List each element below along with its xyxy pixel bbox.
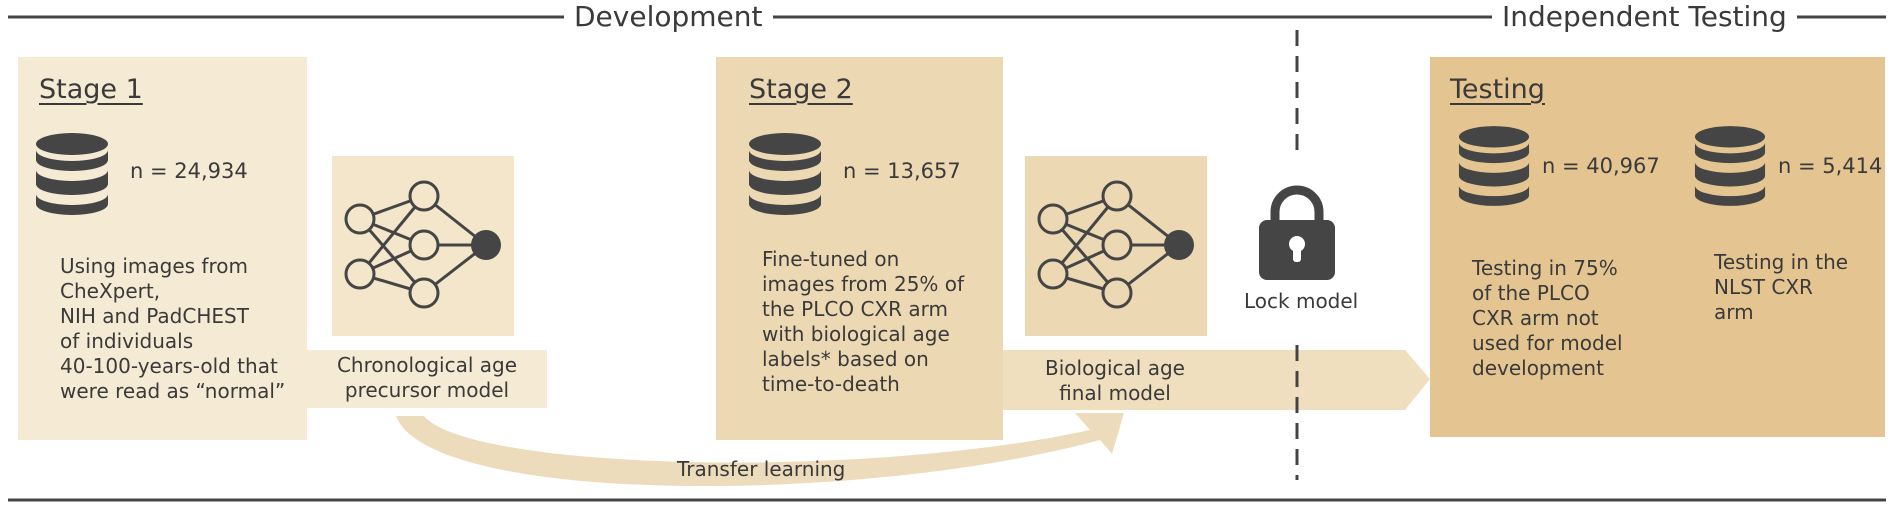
testing-box bbox=[1430, 57, 1885, 437]
database-icon bbox=[749, 133, 821, 215]
text-line: arm bbox=[1714, 300, 1754, 324]
curved-arrow-icon bbox=[396, 413, 1124, 487]
text-line: of the PLCO bbox=[1472, 281, 1590, 305]
text-line: Testing in 75% bbox=[1472, 256, 1618, 280]
stage2-box bbox=[716, 57, 1003, 440]
text-line: the PLCO CXR arm bbox=[762, 297, 948, 321]
text-line: Testing in the bbox=[1714, 250, 1849, 274]
testing-plco-description: Testing in 75% of the PLCO CXR arm not u… bbox=[1472, 256, 1623, 381]
neural-network-icon bbox=[1037, 180, 1194, 309]
precursor-model-label: Chronological age precursor model bbox=[316, 353, 538, 403]
database-icon bbox=[36, 133, 108, 215]
text-line: Chronological age bbox=[336, 353, 518, 377]
stage1-title: Stage 1 bbox=[39, 74, 143, 105]
text-line: precursor model bbox=[344, 378, 510, 402]
text-line: with biological age bbox=[762, 322, 950, 346]
text-line: of individuals bbox=[60, 329, 194, 353]
testing-plco-n: n = 40,967 bbox=[1542, 154, 1660, 178]
precursor-label-band bbox=[307, 350, 547, 408]
stage2-n: n = 13,657 bbox=[843, 159, 961, 183]
text-line: Using images from bbox=[60, 254, 248, 278]
text-line: NLST CXR bbox=[1714, 275, 1813, 299]
text-line: CXR arm not bbox=[1472, 306, 1599, 330]
text-line: CheXpert, bbox=[60, 279, 161, 303]
text-line: time-to-death bbox=[762, 372, 900, 396]
text-line: NIH and PadCHEST bbox=[60, 304, 249, 328]
text-line: labels* based on bbox=[762, 347, 929, 371]
independent-testing-header: Independent Testing bbox=[1492, 0, 1797, 34]
database-icon bbox=[1694, 126, 1766, 206]
text-line: used for model bbox=[1472, 331, 1623, 355]
text-line: images from 25% of bbox=[762, 272, 965, 296]
text-line: final model bbox=[1059, 381, 1171, 405]
neural-network-icon bbox=[344, 180, 501, 309]
development-header: Development bbox=[564, 0, 773, 34]
text-line: Fine-tuned on bbox=[762, 247, 900, 271]
lock-model-label: Lock model bbox=[1244, 289, 1359, 313]
testing-nlst-description: Testing in the NLST CXR arm bbox=[1714, 250, 1848, 325]
testing-title: Testing bbox=[1450, 74, 1545, 105]
stage1-description: Using images from CheXpert, NIH and PadC… bbox=[60, 254, 285, 404]
flow-arrow bbox=[1000, 350, 1430, 410]
lock-icon bbox=[1259, 185, 1335, 280]
stage1-n: n = 24,934 bbox=[130, 159, 248, 183]
database-icon bbox=[1458, 126, 1530, 206]
text-line: 40-100-years-old that bbox=[60, 354, 278, 378]
stage1-box bbox=[18, 57, 307, 440]
transfer-learning-label: Transfer learning bbox=[677, 457, 846, 481]
final-model-label: Biological age final model bbox=[1010, 356, 1220, 406]
text-line: development bbox=[1472, 356, 1604, 380]
text-line: Biological age bbox=[1045, 356, 1185, 380]
text-line: were read as “normal” bbox=[60, 379, 286, 403]
stage2-description: Fine-tuned on images from 25% of the PLC… bbox=[762, 247, 964, 397]
testing-nlst-n: n = 5,414 bbox=[1778, 154, 1883, 178]
stage2-title: Stage 2 bbox=[749, 74, 853, 105]
